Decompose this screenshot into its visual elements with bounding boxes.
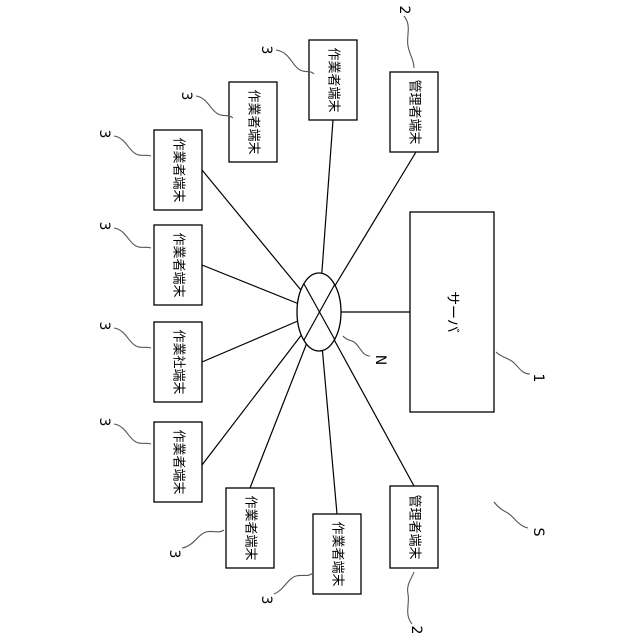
ref-system: S	[530, 528, 546, 537]
terminal-box: 作業社端末	[154, 322, 202, 402]
terminal-label: 作業者端末	[246, 89, 262, 154]
terminal-box: 作業者端末	[309, 40, 357, 120]
ref-terminal: 3	[258, 46, 274, 55]
ref-terminal: 3	[178, 92, 194, 101]
terminal-box: 作業者端末	[154, 130, 202, 210]
terminal-label: 作業者端末	[171, 137, 187, 202]
terminal-label: 作業者端末	[326, 47, 342, 112]
ref-server: 1	[530, 374, 546, 383]
admin-box: 管理者端末	[390, 72, 438, 152]
ref-terminal: 3	[96, 222, 112, 231]
terminal-label: 作業者端末	[243, 495, 259, 560]
server-box: サーバ	[410, 212, 494, 412]
ref-terminal: 3	[96, 130, 112, 139]
terminal-box: 作業者端末	[226, 488, 274, 568]
terminal-box: 作業者端末	[154, 422, 202, 502]
ref-network: N	[372, 355, 388, 365]
ref-terminal: 3	[258, 596, 274, 605]
terminal-label: 作業者端末	[330, 521, 346, 586]
ref-terminal: 3	[96, 322, 112, 331]
ref-admin: 2	[396, 6, 412, 15]
server-label: サーバ	[444, 291, 460, 333]
network-hub	[297, 273, 341, 351]
admin-label: 管理者端末	[407, 494, 422, 559]
ref-admin: 2	[408, 626, 424, 635]
ref-terminal: 3	[96, 418, 112, 427]
ref-terminal: 3	[166, 550, 182, 559]
terminal-box: 作業者端末	[313, 514, 361, 594]
admin-label: 管理者端末	[407, 79, 422, 144]
admin-box: 管理者端末	[390, 486, 438, 568]
terminal-box: 作業者端末	[154, 225, 202, 305]
terminal-box: 作業者端末	[229, 82, 277, 162]
terminal-label: 作業者端末	[171, 232, 187, 297]
terminal-label: 作業者端末	[171, 429, 187, 494]
terminal-label: 作業社端末	[171, 329, 187, 394]
